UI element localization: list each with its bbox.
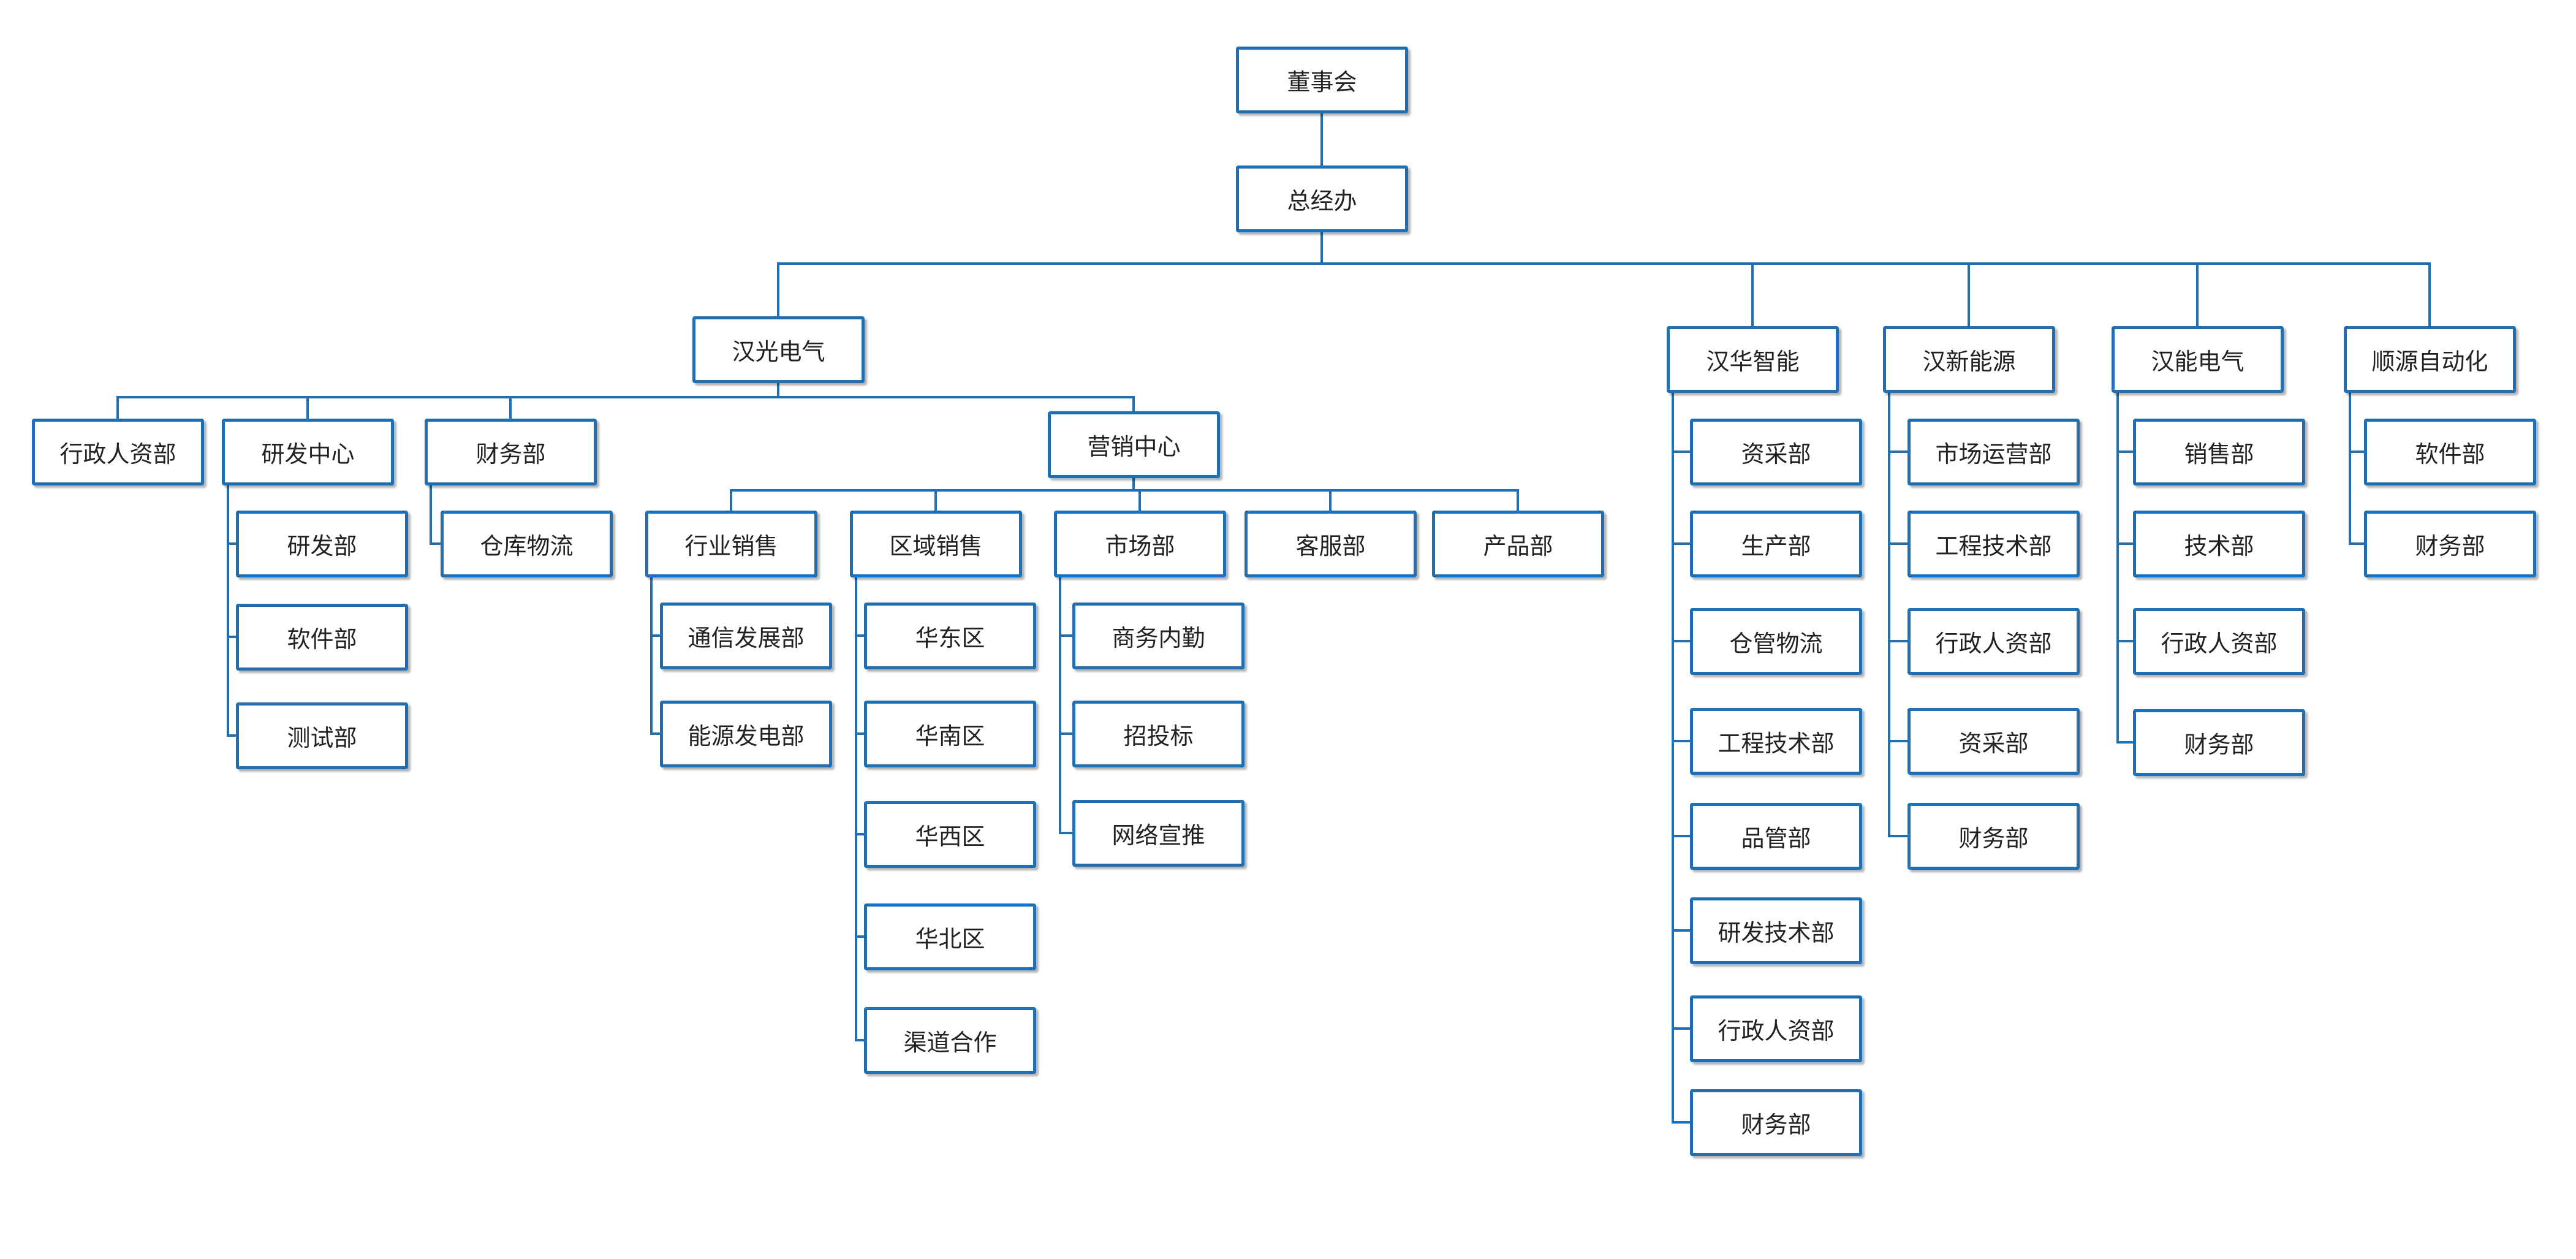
node-north-china: 华北区 <box>864 903 1036 970</box>
node-hanhua-smart: 汉华智能 <box>1667 326 1839 393</box>
node-business-affairs: 商务内勤 <box>1072 603 1244 669</box>
node-sy-finance: 财务部 <box>2364 511 2536 577</box>
node-east-china: 华东区 <box>864 603 1036 669</box>
node-hn-finance: 财务部 <box>2133 709 2305 776</box>
node-industry-sales: 行业销售 <box>645 511 817 577</box>
node-hh-finance: 财务部 <box>1690 1089 1862 1156</box>
node-hh-engineering-tech: 工程技术部 <box>1690 708 1862 775</box>
node-hanguang-electric: 汉光电气 <box>692 316 865 383</box>
node-hanneng-electric: 汉能电气 <box>2112 326 2284 393</box>
node-hx-engineering-tech: 工程技术部 <box>1907 511 2080 577</box>
node-hanxin-energy: 汉新能源 <box>1883 326 2055 393</box>
node-hn-sales: 销售部 <box>2133 419 2305 485</box>
node-market-dept: 市场部 <box>1054 511 1226 577</box>
node-hn-tech: 技术部 <box>2133 511 2305 577</box>
node-hx-procurement: 资采部 <box>1907 708 2080 775</box>
node-web-promotion: 网络宣推 <box>1072 800 1244 867</box>
node-telecom-dev: 通信发展部 <box>660 603 832 669</box>
node-hh-production: 生产部 <box>1690 511 1862 577</box>
node-hg-marketing-center: 营销中心 <box>1048 411 1220 478</box>
node-west-china: 华西区 <box>864 801 1036 868</box>
node-hg-rd-center: 研发中心 <box>222 419 394 485</box>
node-hh-quality: 品管部 <box>1690 803 1862 870</box>
node-product-dept: 产品部 <box>1432 511 1604 577</box>
node-hx-admin-hr: 行政人资部 <box>1907 608 2080 675</box>
node-warehouse-logistics: 仓库物流 <box>441 511 613 577</box>
node-test-dept: 测试部 <box>236 702 408 769</box>
node-hh-rd-tech: 研发技术部 <box>1690 897 1862 964</box>
node-sy-software: 软件部 <box>2364 419 2536 485</box>
node-hh-admin-hr: 行政人资部 <box>1690 995 1862 1062</box>
node-energy-power: 能源发电部 <box>660 701 832 767</box>
node-hx-finance: 财务部 <box>1907 803 2080 870</box>
node-hg-finance: 财务部 <box>425 419 597 485</box>
node-hx-market-operation: 市场运营部 <box>1907 419 2080 485</box>
node-software-dept: 软件部 <box>236 604 408 671</box>
node-hn-admin-hr: 行政人资部 <box>2133 608 2305 675</box>
node-bidding: 招投标 <box>1072 701 1244 767</box>
node-shunyuan-automation: 顺源自动化 <box>2344 326 2516 393</box>
node-customer-service: 客服部 <box>1244 511 1417 577</box>
node-hh-procurement: 资采部 <box>1690 419 1862 485</box>
node-general-office: 总经办 <box>1236 165 1408 232</box>
node-hg-admin-hr: 行政人资部 <box>32 419 204 485</box>
node-regional-sales: 区域销售 <box>850 511 1022 577</box>
node-channel-partner: 渠道合作 <box>864 1007 1036 1074</box>
node-south-china: 华南区 <box>864 701 1036 767</box>
node-rd-dept: 研发部 <box>236 511 408 577</box>
node-board: 董事会 <box>1236 47 1408 113</box>
node-hh-warehouse-logistics: 仓管物流 <box>1690 608 1862 675</box>
